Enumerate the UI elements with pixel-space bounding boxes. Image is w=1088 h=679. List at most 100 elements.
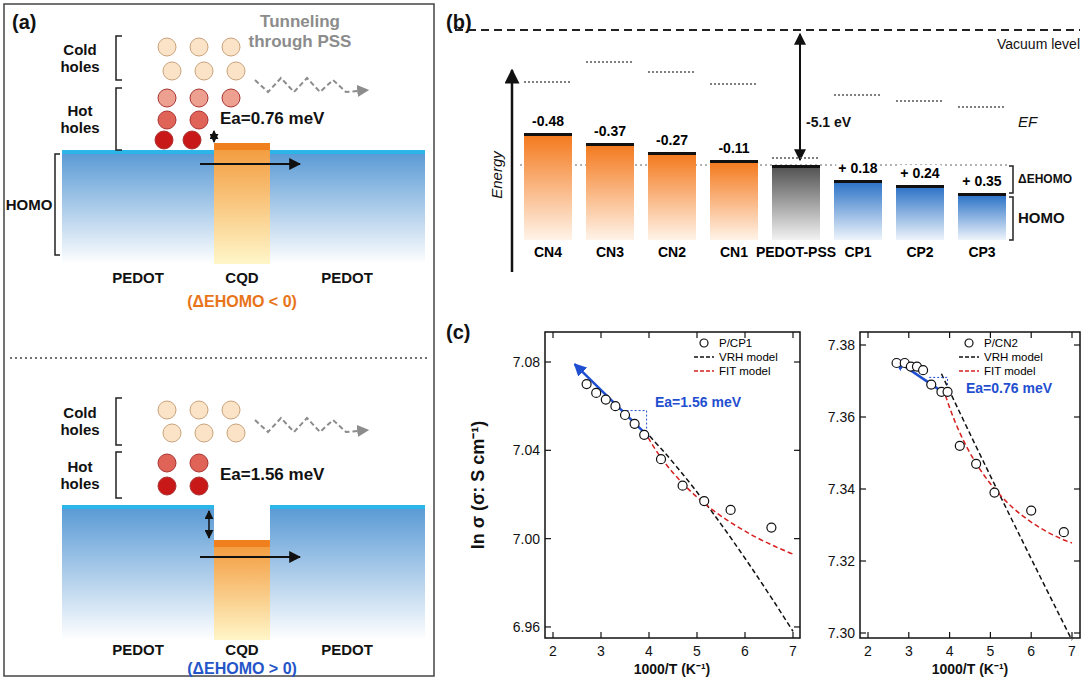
legend-text: VRH model: [984, 351, 1043, 364]
data-point: [955, 441, 964, 450]
energy-label: Ea=1.56 meV: [655, 394, 741, 410]
carrier-label: Cold holes: [54, 404, 106, 439]
tick-label: 2: [864, 643, 872, 659]
data-point: [611, 402, 620, 411]
legend-text: VRH model: [719, 351, 778, 364]
material-label: PEDOT: [112, 641, 164, 658]
vrh-curve: [644, 430, 793, 631]
carrier-label: Hot holes: [54, 458, 106, 493]
legend-sample: [958, 351, 980, 363]
plot-stroke: [545, 626, 551, 627]
legend-marker: [965, 339, 973, 347]
tick-label: 7.30: [828, 625, 855, 641]
carrier-label: Cold holes: [54, 41, 106, 76]
bar-fill: [710, 160, 758, 240]
legend-marker: [700, 339, 708, 347]
bar-fill: [524, 133, 572, 240]
tick-label: 7.32: [828, 553, 855, 569]
legend-item: P/CN2: [958, 337, 1018, 350]
data-point: [640, 430, 649, 439]
legend-item: VRH model: [693, 351, 778, 364]
tick-label: 7.00: [513, 531, 540, 547]
bar-value: + 0.35: [960, 173, 1003, 189]
plot-stroke: [1074, 344, 1080, 345]
bar-value: -0.37: [592, 123, 628, 139]
plot-stroke: [990, 632, 991, 638]
bar-fill: [586, 143, 634, 240]
tick-label: 4: [645, 643, 653, 659]
data-point: [927, 380, 936, 389]
energy-bar: -0.37CN3: [586, 121, 634, 262]
energy-bar: -0.11CN1: [710, 138, 758, 262]
plot-stroke: [600, 632, 601, 638]
carrier-label: Hot holes: [54, 102, 106, 137]
tick-label: 6.96: [513, 619, 540, 635]
level-label: Vacuum level: [997, 36, 1080, 52]
legend-text: FIT model: [984, 365, 1036, 378]
data-point: [592, 388, 601, 397]
offset-label: ΔEHOMO: [1018, 173, 1072, 187]
bar-name: PEDOT-PSS: [756, 244, 836, 260]
plot-stroke: [744, 632, 745, 638]
legend-sample: [958, 337, 980, 349]
plot-stroke: [1074, 488, 1080, 489]
tick-label: 6: [1027, 643, 1035, 659]
data-point: [678, 481, 687, 490]
tick-label: 7.34: [828, 481, 855, 497]
bar-name: CP2: [906, 244, 933, 260]
bar-value: -0.11: [716, 140, 751, 156]
data-point: [657, 455, 666, 464]
tick-label: 7.04: [513, 442, 540, 458]
tick-label: 7: [789, 643, 797, 659]
bar-name: CP1: [844, 244, 871, 260]
plot-stroke: [1074, 632, 1080, 633]
data-point: [582, 380, 591, 389]
legend-sample: [693, 337, 715, 349]
tick-label: 7: [1068, 643, 1076, 659]
bar-fill: [772, 165, 820, 240]
tick-label: 5: [986, 643, 994, 659]
panel-label: (b): [446, 11, 472, 34]
energy-bar: -0.48CN4: [524, 111, 572, 262]
data-point: [919, 366, 928, 375]
bar-name: CN4: [534, 244, 562, 260]
material-label: PEDOT: [321, 641, 373, 658]
bar-value: -0.27: [654, 132, 690, 148]
bar-value: + 0.24: [898, 165, 941, 181]
plot-stroke: [860, 344, 866, 345]
bar-name: CN3: [596, 244, 624, 260]
legend-item: FIT model: [693, 365, 771, 378]
plot-stroke: [552, 332, 553, 338]
bar-name: CN1: [720, 244, 748, 260]
tick-label: 4: [946, 643, 954, 659]
data-point: [1059, 528, 1068, 537]
energy-label: Ea=0.76 meV: [966, 380, 1052, 396]
plot-stroke: [794, 626, 800, 627]
energy-label: Ea=0.76 meV: [220, 109, 324, 129]
tick-label: 7.36: [828, 409, 855, 425]
energy-label: -5.1 eV: [806, 114, 851, 130]
plot-stroke: [545, 361, 551, 362]
bar-name: CN2: [658, 244, 686, 260]
activation-arrow: [895, 359, 948, 395]
bar-value: -0.48: [530, 113, 566, 129]
data-point: [767, 523, 776, 532]
plot-stroke: [1071, 332, 1072, 338]
plot-stroke: [794, 361, 800, 362]
legend-sample: [958, 365, 980, 377]
bar-fill: [958, 193, 1006, 240]
plot-stroke: [860, 416, 866, 417]
tick-label: 7.38: [828, 337, 855, 353]
band-label: HOMO: [1018, 209, 1065, 226]
panel-a-art: [4, 4, 434, 676]
data-point: [990, 488, 999, 497]
axis-label: Energy: [488, 151, 505, 199]
plot-frame: [545, 332, 800, 638]
legend-item: VRH model: [958, 351, 1043, 364]
activation-arrow: [575, 364, 649, 437]
axis-label: 1000/T (K⁻¹): [634, 661, 711, 677]
legend-text: FIT model: [719, 365, 771, 378]
fit-curve: [946, 395, 1072, 543]
axis-label: 1000/T (K⁻¹): [932, 661, 1009, 677]
